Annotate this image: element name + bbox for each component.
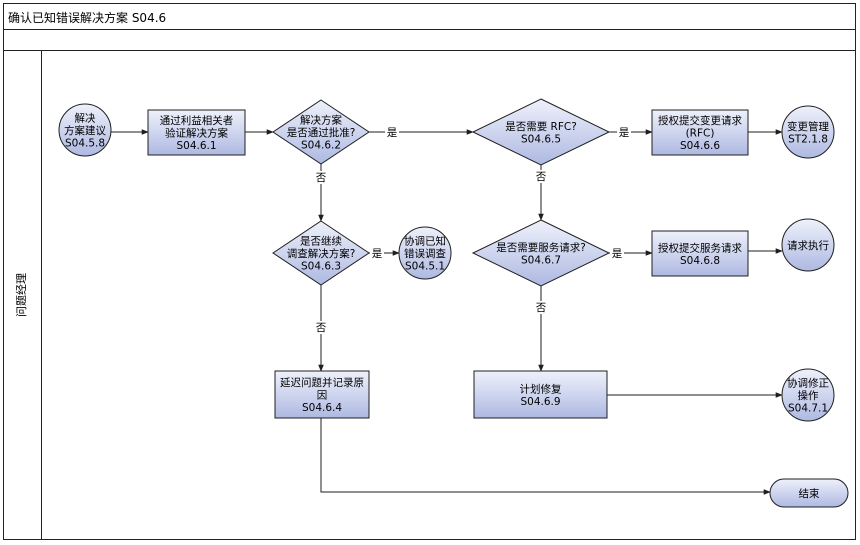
n_463-decision (272, 220, 370, 286)
diagram-title: 确认已知错误解决方案 S04.6 (8, 11, 167, 25)
n_465-label: 是否需要 RFC?S04.6.5 (505, 121, 577, 146)
n_469-box (473, 370, 608, 419)
n_468-box (651, 230, 749, 277)
diagram-frame (3, 3, 856, 540)
edge-label-no-bg (534, 170, 548, 183)
n_451-circle (398, 226, 452, 280)
n_end-terminator (769, 478, 849, 508)
edge-label-yes-bg (370, 247, 384, 260)
edge-label-no: 否 (536, 302, 547, 314)
n_464-box (274, 370, 370, 419)
edge-label-no-bg (314, 171, 328, 184)
edge-label-no: 否 (316, 322, 327, 334)
n_462-decision (272, 99, 370, 165)
edge-label-no-bg (314, 321, 328, 334)
n_218-circle (781, 105, 835, 159)
edge-label-no: 否 (536, 171, 547, 183)
n_463-label: 是否继续调查解决方案?S04.6.3 (287, 235, 356, 273)
swimlane-header (3, 50, 42, 540)
edge-label-no: 否 (316, 172, 327, 184)
n_end-label: 结束 (799, 487, 820, 500)
n_req-circle (781, 218, 835, 272)
edge-label-yes: 是 (387, 127, 398, 139)
edge-label-yes: 是 (619, 127, 630, 139)
title-bar: 确认已知错误解决方案 S04.6 (3, 3, 856, 30)
edge-label-yes: 是 (612, 248, 623, 260)
n_start-circle (58, 103, 112, 157)
n_466-label: 授权提交变更请求(RFC)S04.6.6 (658, 114, 742, 152)
edge-label-no-bg (534, 301, 548, 314)
n_462-label: 解决方案是否通过批准?S04.6.2 (287, 114, 356, 152)
n_467-label: 是否需要服务请求?S04.6.7 (496, 241, 586, 267)
n_465-decision (471, 98, 611, 166)
n_466-box (651, 109, 749, 156)
edge-label-yes-bg (385, 126, 399, 139)
n_467-decision (471, 219, 611, 287)
edge-label-yes: 是 (372, 248, 383, 260)
n_req-label: 请求执行 (787, 239, 829, 252)
n_461-box (147, 109, 246, 156)
edge-label-yes-bg (610, 247, 624, 260)
n_471-circle (781, 368, 835, 422)
edge-464-to-end (320, 418, 771, 495)
edge-label-yes-bg (617, 126, 631, 139)
